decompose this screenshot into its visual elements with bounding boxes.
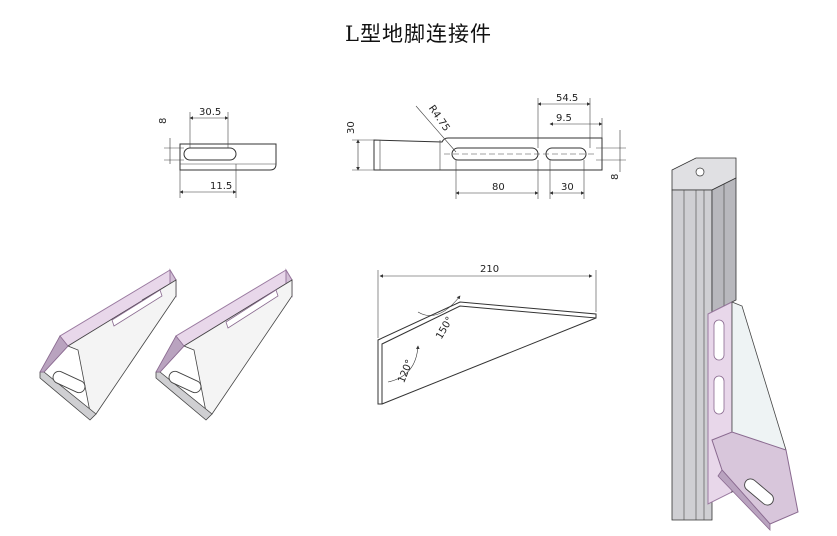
assembly-view <box>671 157 799 531</box>
right-view-body <box>373 137 603 171</box>
dim-right-height: 8 <box>610 174 621 180</box>
bracket-3d-1 <box>39 268 177 421</box>
dim-slot-length: 80 <box>492 182 505 193</box>
dim-edge: 9.5 <box>556 113 572 124</box>
dim-slot-width: 30.5 <box>199 107 221 118</box>
dim-length: 210 <box>480 264 499 275</box>
dim-offset: 11.5 <box>210 181 232 192</box>
angle-view: 210 150° 120° <box>377 264 597 405</box>
dim-height-30: 30 <box>346 121 357 134</box>
page-title: L型地脚连接件 <box>345 22 492 46</box>
left-view: 30.5 8 11.5 <box>158 107 277 198</box>
dim-angle-bottom: 120° <box>396 358 415 384</box>
left-view-slot <box>183 147 237 161</box>
dim-total: 54.5 <box>556 93 578 104</box>
right-view: 30 R4.75 54.5 9.5 8 80 30 <box>346 93 626 199</box>
dim-angle-top: 150° <box>434 315 456 341</box>
dim-radius: R4.75 <box>426 103 452 133</box>
dim-height: 8 <box>158 118 169 124</box>
bracket-3d-2 <box>155 268 293 421</box>
dim-slot-short: 30 <box>561 182 574 193</box>
